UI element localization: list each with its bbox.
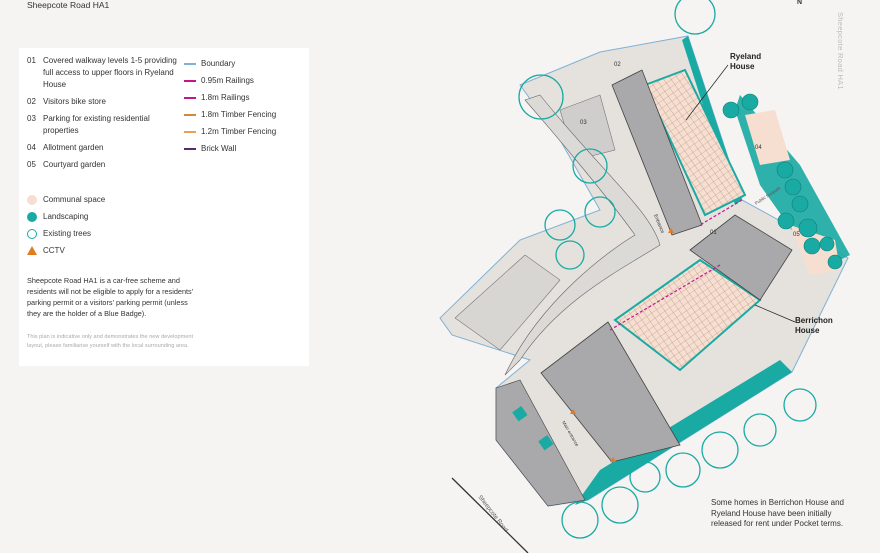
landscaping-trees [722,93,843,270]
key-number: 02 [27,97,36,106]
ryeland-courtyard [643,68,747,217]
line-key-boundary: Boundary [184,55,276,72]
key-item: 04 Allotment garden [27,142,187,154]
area-label-02: 02 [614,62,621,68]
railing-line [609,264,721,331]
cctv-markers [570,228,674,462]
key-label: Covered walkway levels 1-5 providing ful… [43,56,177,89]
symbol-key-communal: Communal space [27,191,105,208]
line-key-brick-wall: Brick Wall [184,140,276,157]
berrichon-north-wing [689,214,793,301]
berrichon-leader-line [754,304,796,323]
tree-icon [701,431,739,469]
ryeland-house-label: Ryeland House [730,52,762,71]
symbol-label: Existing trees [43,229,92,238]
ryeland-house-building [611,69,703,236]
line-label: 1.2m Timber Fencing [201,127,277,136]
area-label-01: 01 [710,230,717,236]
side-road-label: Sheepcote Road HA1 [836,12,845,90]
allotment-garden [745,110,790,165]
key-item: 01 Covered walkway levels 1-5 providing f… [27,55,187,91]
tree-icon [518,74,564,120]
line-key-18-timber: 1.8m Timber Fencing [184,106,276,123]
tree-icon [555,240,585,270]
area-label-03: 03 [580,120,587,126]
line-key-095-railings: 0.95m Railings [184,72,276,89]
line-label: Boundary [201,59,236,68]
road-edge-line [451,477,529,553]
boundary-line-icon [184,62,196,65]
railing-line [699,199,743,226]
berrichon-house-building [540,321,681,463]
symbol-key-list: Communal space Landscaping Existing tree… [27,191,105,259]
key-number: 01 [27,56,36,65]
tree-icon [674,0,716,35]
tree-icon [629,461,661,493]
tree-icon [743,413,777,447]
symbol-key-cctv: CCTV [27,242,105,259]
key-number: 04 [27,143,36,152]
cctv-icon [570,409,576,414]
tree-icon [601,486,639,524]
car-free-note: Sheepcote Road HA1 is a car-free scheme … [27,276,194,318]
cctv-icon [27,246,37,255]
ryeland-leader-line [685,64,729,121]
symbol-label: Communal space [43,195,106,204]
key-label: Courtyard garden [43,160,106,169]
symbol-label: CCTV [43,246,65,255]
key-item: 05 Courtyard garden [27,159,187,171]
key-number: 05 [27,160,36,169]
key-label: Visitors bike store [43,97,106,106]
cctv-icon [668,228,674,233]
line-key-18-railings: 1.8m Railings [184,89,276,106]
tree-icon [665,452,701,488]
line-label: 0.95m Railings [201,76,254,85]
road-label: Sheepcote Road [476,495,508,534]
communal-space-icon [27,194,37,205]
north-label: N [797,0,802,6]
line-label: 1.8m Railings [201,93,250,102]
symbol-label: Landscaping [43,212,89,221]
key-label: Parking for existing residential propert… [43,114,150,135]
existing-trees [518,0,817,539]
disclaimer: This plan is indicative only and demonst… [27,334,194,349]
tree-icon [783,388,817,422]
timber-dashed-line-icon [184,130,196,133]
berrichon-house-label: Berrichon House [795,316,833,335]
parking-area [454,254,561,351]
brick-wall-line-icon [184,147,196,150]
numbered-key-list: 01 Covered walkway levels 1-5 providing f… [27,55,187,176]
page-title: Sheepcote Road HA1 [27,0,110,10]
symbol-key-landscaping: Landscaping [27,208,105,225]
pocket-terms-note: Some homes in Berrichon House and Ryelan… [711,498,844,528]
area-label-05: 05 [793,232,800,238]
area-label-04: 04 [755,145,762,151]
tree-icon [561,501,599,539]
key-item: 02 Visitors bike store [27,96,187,108]
landscaping-planter [512,406,528,422]
tree-icon [572,148,608,184]
cctv-icon [610,457,616,462]
line-key-12-timber: 1.2m Timber Fencing [184,123,276,140]
timber-line-icon [184,113,196,116]
tree-icon [27,228,37,239]
landscaping-strip [575,360,792,505]
railing-line-icon [184,79,196,82]
tree-icon [544,209,576,241]
line-key-list: Boundary 0.95m Railings 1.8m Railings 1.… [184,55,276,157]
key-number: 03 [27,114,36,123]
key-item: 03 Parking for existing residential prope… [27,113,187,137]
key-label: Allotment garden [43,143,104,152]
line-label: Brick Wall [201,144,237,153]
legend-panel: 01 Covered walkway levels 1-5 providing f… [19,48,309,366]
symbol-key-trees: Existing trees [27,225,105,242]
line-label: 1.8m Timber Fencing [201,110,277,119]
landscaping-planter [538,435,554,451]
railing-dashed-line-icon [184,96,196,99]
landscaping-icon [27,211,37,222]
tree-icon [584,196,616,228]
